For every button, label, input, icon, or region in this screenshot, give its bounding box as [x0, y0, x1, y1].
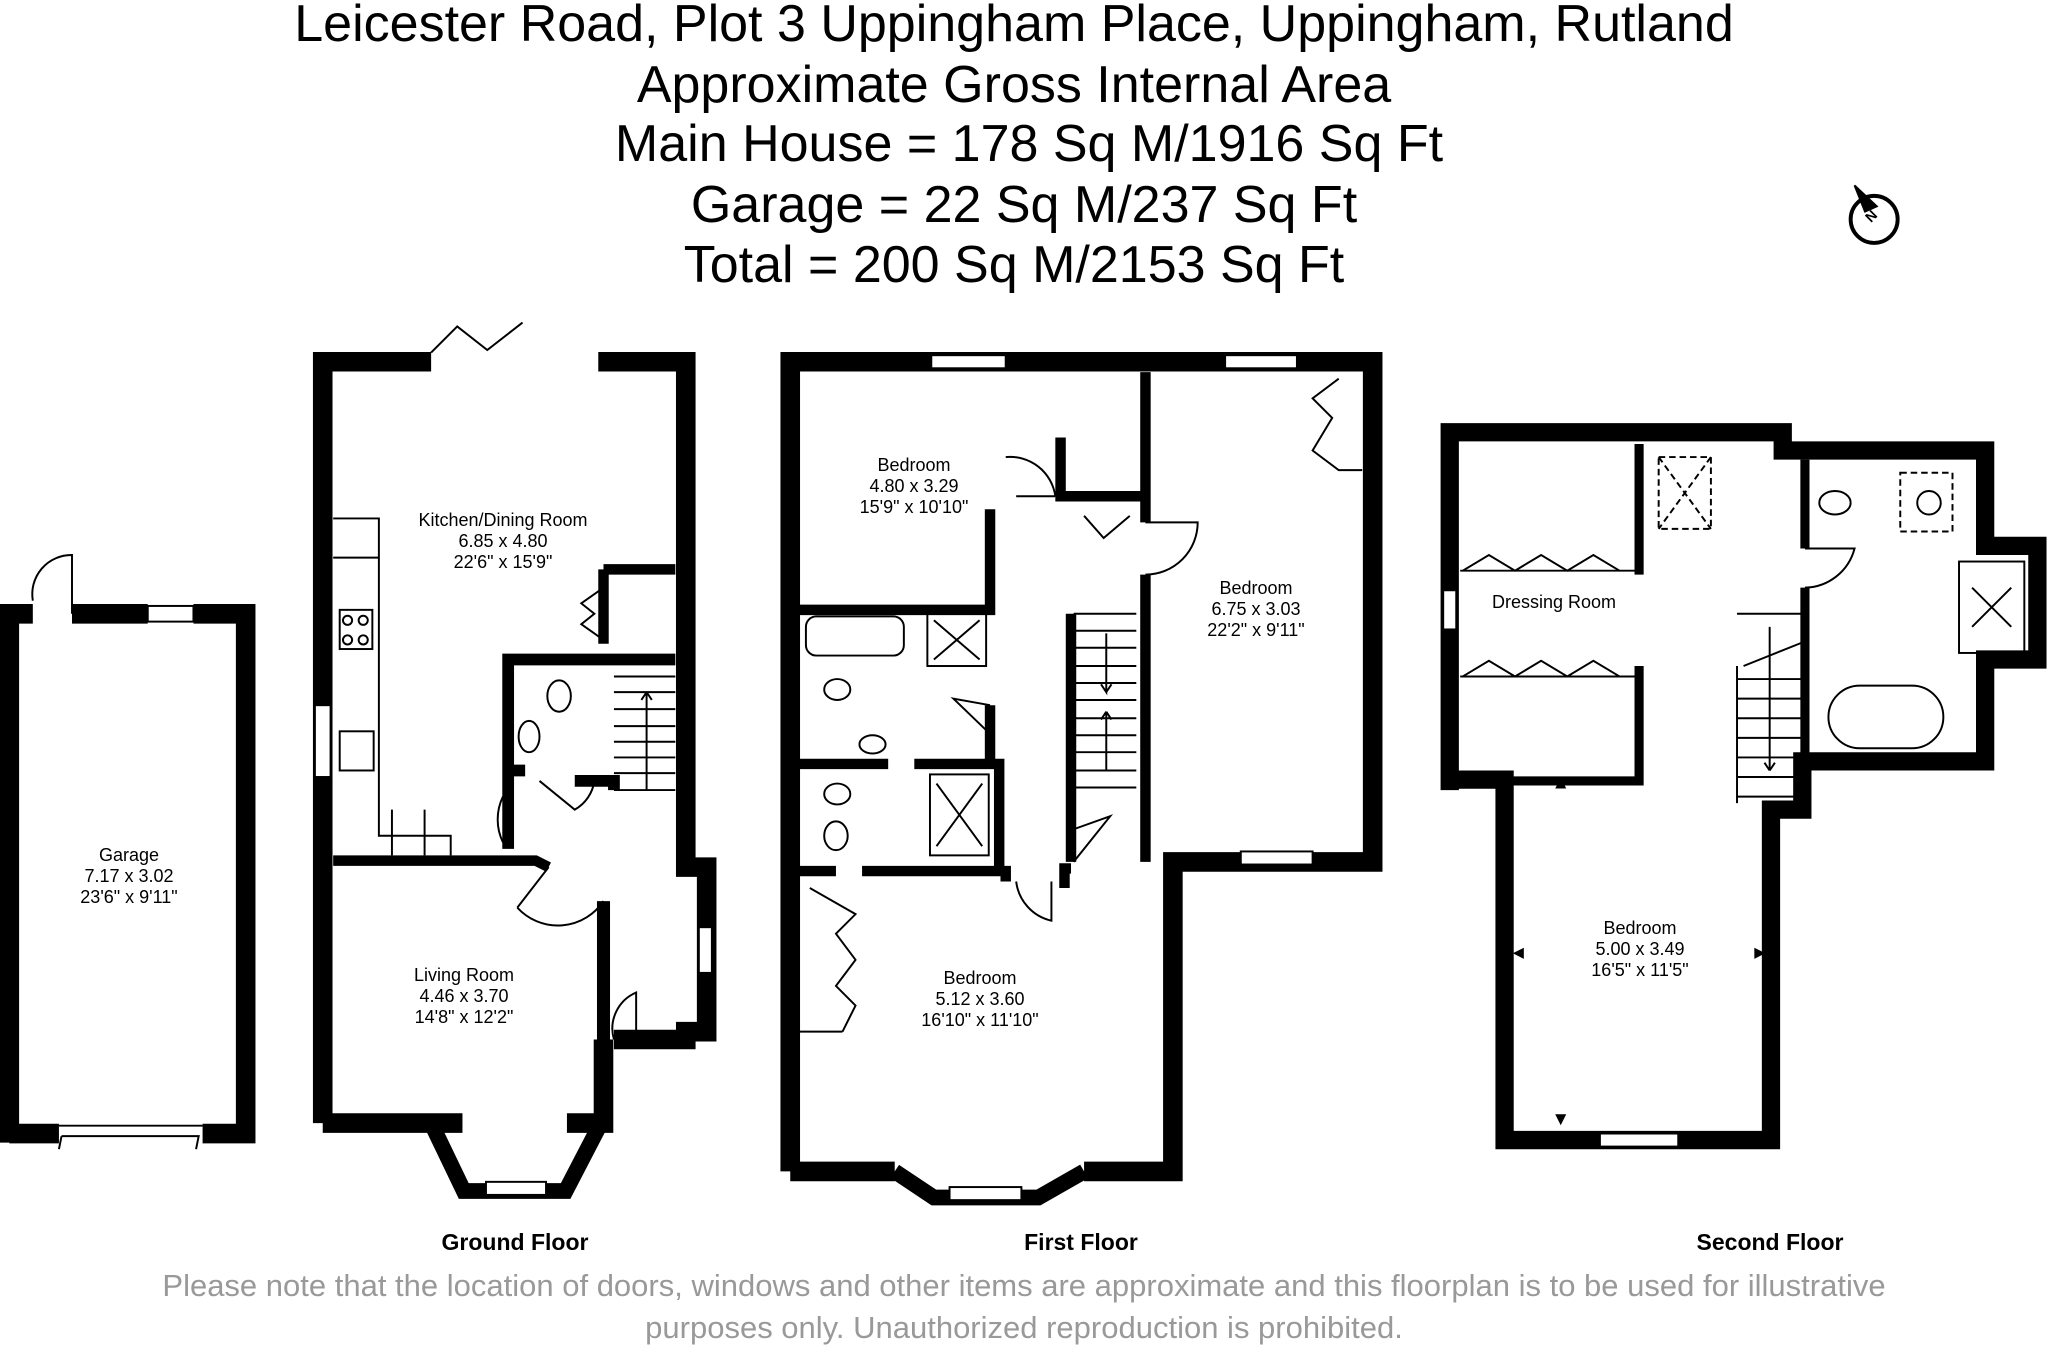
north-compass-icon [1848, 184, 1900, 245]
ground-floor-label: Ground Floor [441, 1229, 589, 1255]
room-name: Bedroom [1603, 918, 1677, 938]
room-metric: 5.12 x 3.60 [935, 989, 1025, 1009]
shower-icon [926, 612, 988, 667]
room-imperial: 15'9" x 10'10" [859, 497, 969, 517]
kitchen-cupboard-wall [598, 564, 676, 644]
area-subtitle: Approximate Gross Internal Area [636, 56, 1392, 114]
room-imperial: 16'10" x 11'10" [921, 1010, 1039, 1030]
room-metric: 6.75 x 3.03 [1211, 599, 1301, 619]
basin-icon-2 [823, 820, 849, 852]
garage-area: Garage = 22 Sq M/237 Sq Ft [690, 176, 1358, 234]
room-metric: 5.00 x 3.49 [1595, 939, 1685, 959]
room-label-bedroom-4: Bedroom 5.00 x 3.49 16'5" x 11'5" [1490, 918, 1790, 981]
toilet-icon [823, 678, 852, 701]
room-imperial: 23'6" x 9'11" [80, 887, 178, 907]
room-imperial: 14'8" x 12'2" [414, 1007, 514, 1027]
room-label-living-room: Living Room 4.46 x 3.70 14'8" x 12'2" [314, 965, 614, 1028]
dressing-walls [1460, 444, 1644, 786]
room-label-bedroom-2: Bedroom 6.75 x 3.03 22'2" x 9'11" [1106, 578, 1406, 641]
room-name: Bedroom [877, 455, 951, 475]
disclaimer-line-1: Please note that the location of doors, … [162, 1268, 1886, 1303]
second-floor-label: Second Floor [1696, 1229, 1844, 1255]
cupboard-door [1072, 814, 1114, 863]
main-house-area: Main House = 178 Sq M/1916 Sq Ft [614, 115, 1444, 173]
kitchen-door [496, 796, 504, 843]
toilet-icon-2 [823, 782, 852, 806]
wardrobe-top [1460, 553, 1640, 572]
bath-icon [804, 615, 905, 657]
wardrobe-2 [1311, 377, 1363, 472]
garage-walls [0, 603, 256, 1144]
wc-basin-icon [517, 719, 541, 754]
sink-icon [338, 730, 375, 772]
garage-door [31, 554, 73, 614]
stairs [613, 675, 676, 792]
kitchen-cupboard-door [579, 586, 605, 641]
hob-icon [338, 608, 374, 651]
front-door [611, 991, 638, 1040]
second-floor-outer-walls [1440, 423, 2047, 1150]
room-name: Kitchen/Dining Room [418, 510, 588, 530]
skylight-2 [1899, 471, 1954, 533]
shower-icon-2 [928, 773, 990, 857]
room-label-kitchen: Kitchen/Dining Room 6.85 x 4.80 22'6" x … [353, 510, 653, 573]
second-floor-plan [1440, 423, 2047, 1150]
first-floor-stairs [1073, 612, 1137, 789]
room-label-dressing-room: Dressing Room [1404, 592, 1704, 613]
wc-toilet-icon [546, 679, 572, 713]
first-floor-internal-walls [799, 372, 1151, 889]
kitchen-living-wall [333, 855, 551, 872]
room-label-bedroom-1: Bedroom 4.80 x 3.29 15'9" x 10'10" [764, 455, 1064, 518]
porch-window [697, 926, 713, 974]
room-name: Dressing Room [1491, 592, 1617, 612]
measurement-markers [1512, 777, 1766, 1126]
toilet-icon [1916, 490, 1942, 516]
bathroom-door [950, 697, 991, 735]
total-area: Total = 200 Sq M/2153 Sq Ft [683, 236, 1345, 294]
landing-door [1005, 455, 1057, 498]
room-metric: 4.80 x 3.29 [869, 476, 959, 496]
bifold-door [430, 321, 524, 354]
room-name: Garage [98, 845, 160, 865]
bedroom-door [1145, 521, 1199, 576]
wardrobe [799, 887, 858, 1033]
wardrobe-bottom [1460, 659, 1640, 678]
garage-up-door [57, 1124, 203, 1150]
kitchen-window [313, 704, 332, 778]
garage-plan [0, 554, 256, 1150]
first-floor-outer-walls [780, 351, 1383, 1182]
room-name: Living Room [413, 965, 515, 985]
room-imperial: 22'2" x 9'11" [1207, 620, 1305, 640]
basin-icon [1818, 490, 1852, 516]
second-floor-stairs [1736, 612, 1803, 804]
room-name: Bedroom [1219, 578, 1293, 598]
address-title: Leicester Road, Plot 3 Uppingham Place, … [294, 0, 1734, 53]
room-metric: 4.46 x 3.70 [419, 986, 509, 1006]
kitchen-counter [333, 517, 452, 856]
wc-walls [502, 653, 676, 849]
bedroom3-door [1015, 881, 1053, 922]
hall-door [516, 866, 605, 927]
room-label-bedroom-3: Bedroom 5.12 x 3.60 16'10" x 11'10" [830, 968, 1130, 1031]
room-metric: 7.17 x 3.02 [84, 866, 174, 886]
room-name: Bedroom [943, 968, 1017, 988]
garage-window [146, 604, 195, 623]
ground-floor-plan [312, 321, 717, 1199]
first-floor-plan [780, 351, 1383, 1206]
skylight [1657, 456, 1712, 530]
shower-icon [1958, 560, 2026, 654]
disclaimer-line-2: purposes only. Unauthorized reproduction… [645, 1310, 1403, 1345]
basin-icon [858, 734, 887, 755]
closet-door [1083, 515, 1131, 540]
bathroom-door [1804, 547, 1856, 589]
room-label-garage: Garage 7.17 x 3.02 23'6" x 9'11" [0, 845, 279, 908]
room-imperial: 22'6" x 15'9" [453, 552, 553, 572]
first-floor-label: First Floor [1024, 1229, 1138, 1255]
wc-door [538, 780, 596, 811]
bay-window [424, 1119, 608, 1199]
room-imperial: 16'5" x 11'5" [1591, 960, 1689, 980]
bath-icon [1827, 684, 1945, 750]
room-metric: 6.85 x 4.80 [458, 531, 548, 551]
